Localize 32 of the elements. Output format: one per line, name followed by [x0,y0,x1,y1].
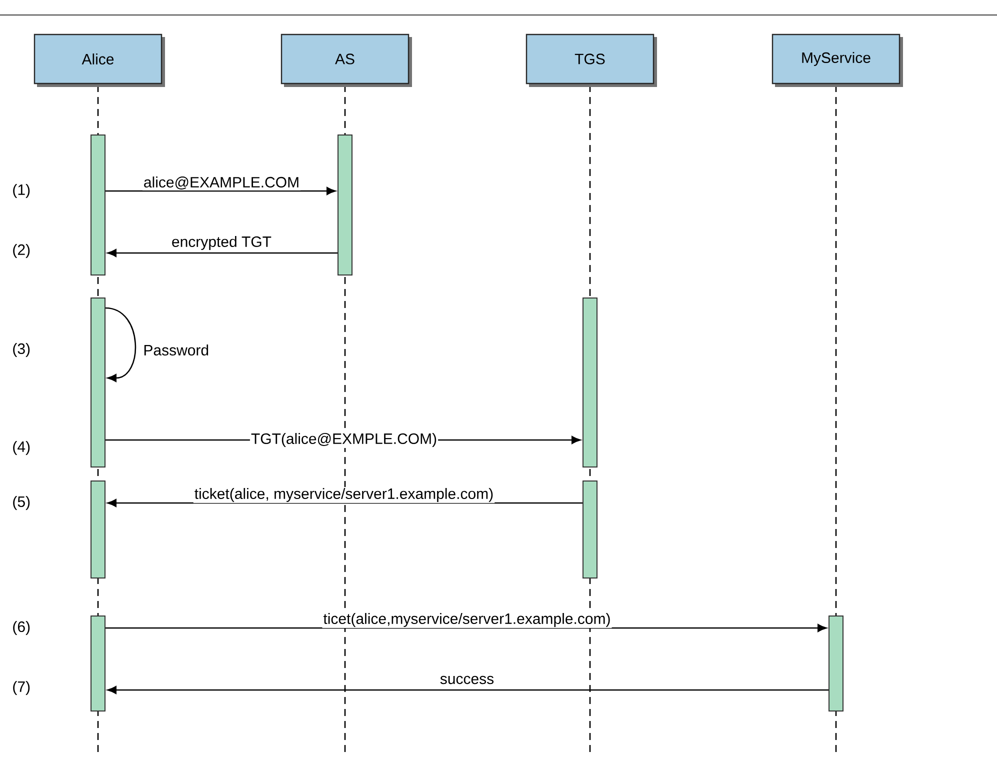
step-number: (3) [13,343,30,357]
arrow [106,624,827,632]
arrow [105,307,136,382]
step-number: (4) [13,441,30,455]
activation-bar [90,480,106,578]
arrow [107,249,338,257]
step-number: (2) [13,244,30,258]
arrow [106,187,336,195]
activation-bar [582,298,598,468]
activation-bar [90,134,106,276]
edge-label: TGT(alice@EXMPLE.COM) [250,432,438,448]
participant-box: AS [280,34,412,87]
step-number: (6) [13,621,30,635]
participant-box: Alice [34,34,165,87]
edge-label: ticket(alice, myservice/server1.example.com) [193,487,495,503]
step-number: (7) [13,681,30,695]
arrow [107,686,828,694]
edge-label: Password [144,344,208,356]
step-number: (1) [13,184,30,198]
participant-box: TGS [526,34,657,87]
step-number: (5) [13,496,30,510]
edge-label: alice@EXAMPLE.COM [142,176,301,190]
participant-box: MyService [772,34,903,87]
activation-bar [90,298,106,468]
edge-label: encrypted TGT [170,235,273,251]
arrow [107,499,582,507]
activation-bar [828,616,844,712]
edge-label: success [438,674,496,686]
activation-bar [582,480,598,578]
edge-label: ticet(alice,myservice/server1.example.com) [322,612,612,628]
activation-bar [90,616,106,712]
activation-bar [338,134,352,276]
